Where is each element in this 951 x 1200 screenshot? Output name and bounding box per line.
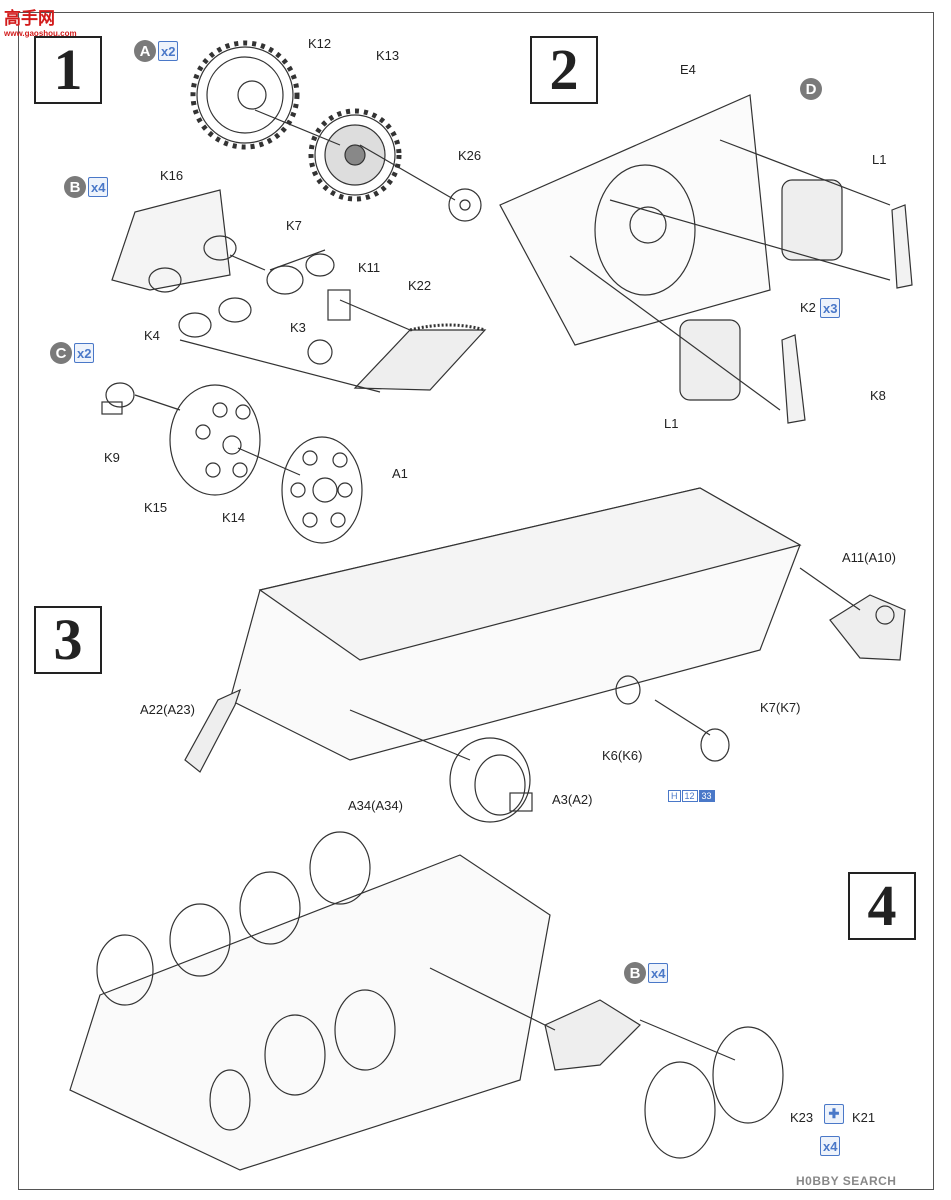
- label-a1: A1: [392, 466, 408, 481]
- step-number-1: 1: [34, 36, 102, 104]
- badge-b-letter: B: [64, 176, 86, 198]
- track-links-l1-bottom: [679, 319, 741, 401]
- hubcap-k26: [448, 188, 482, 222]
- sprue-reference: H 12 33: [668, 790, 715, 802]
- logo-subtext: www.gaoshou.com: [4, 29, 77, 38]
- label-k9: K9: [104, 450, 120, 465]
- idler-arm-k7: [266, 249, 335, 295]
- label-k16: K16: [160, 168, 184, 183]
- mount-a11: [829, 594, 906, 661]
- k21-multiplier: x4: [820, 1136, 841, 1156]
- track-links-l1-top: [781, 179, 843, 261]
- side-plate-e4: [499, 94, 771, 346]
- arrow-k12-k13: [254, 109, 341, 146]
- label-k7: K7: [286, 218, 302, 233]
- label-k4: K4: [144, 328, 160, 343]
- label-k8: K8: [870, 388, 886, 403]
- label-k2: K2: [800, 300, 816, 315]
- sprue-number-a: 12: [681, 790, 698, 802]
- badge-a: A x2: [134, 40, 179, 62]
- label-l1-bottom: L1: [664, 416, 679, 431]
- label-k7k7: K7(K7): [760, 700, 801, 715]
- label-k11: K11: [358, 260, 381, 275]
- label-a3: A3(A2): [552, 792, 593, 807]
- badge-a-multiplier: x2: [158, 41, 179, 61]
- track-k22: [353, 323, 487, 391]
- label-k21: K21: [852, 1110, 876, 1125]
- sprocket-k12: [190, 40, 300, 150]
- final-drive-k16: [111, 189, 237, 293]
- label-k26: K26: [458, 148, 482, 163]
- hull-a1: [229, 487, 802, 761]
- label-k3: K3: [290, 320, 306, 335]
- badge-c-letter: C: [50, 342, 72, 364]
- badge-b-multiplier: x4: [88, 177, 109, 197]
- label-k23: K23: [790, 1110, 814, 1125]
- label-a34: A34(A34): [348, 798, 403, 813]
- bracket-k8-bottom: [781, 334, 806, 424]
- arrow-k13-k26: [359, 144, 456, 201]
- badge-b-step4: B x4: [624, 962, 669, 984]
- wheel-k23: [644, 1026, 784, 1159]
- wheel-k14: [281, 436, 363, 544]
- badge-k21-multiplier: x4: [820, 1136, 841, 1156]
- cement-icon: ✚: [824, 1104, 844, 1124]
- badge-a-letter: A: [134, 40, 156, 62]
- badge-b: B x4: [64, 176, 109, 198]
- k2-multiplier: x3: [820, 298, 841, 318]
- watermark: H0BBY SEARCH: [796, 1174, 897, 1188]
- sprue-number-b: 33: [698, 790, 715, 802]
- bogie-b: [544, 999, 641, 1071]
- label-k14: K14: [222, 510, 246, 525]
- bracket-k8-top: [891, 204, 913, 289]
- badge-k2-multiplier: x3: [820, 298, 841, 318]
- label-l1-top: L1: [872, 152, 887, 167]
- road-wheel-a3: [449, 737, 533, 823]
- badge-c: C x2: [50, 342, 95, 364]
- badge-d: D: [800, 78, 822, 100]
- badge-d-letter: D: [800, 78, 822, 100]
- arrow-k15-k14: [237, 447, 301, 476]
- hub-k9: [101, 382, 135, 415]
- axle-k6: [615, 675, 641, 705]
- sprue-letter: H: [668, 790, 681, 802]
- label-e4: E4: [680, 62, 696, 77]
- label-a11: A11(A10): [842, 550, 896, 565]
- label-k22: K22: [408, 278, 432, 293]
- part-k11: [327, 289, 351, 321]
- label-k15: K15: [144, 500, 168, 515]
- part-k3: [307, 339, 333, 365]
- logo-text: 高手网: [4, 9, 55, 28]
- arrow-k11-k22: [339, 299, 411, 331]
- label-a22: A22(A23): [140, 702, 195, 717]
- label-k12: K12: [308, 36, 332, 51]
- bracket-a22: [184, 688, 242, 773]
- step-number-2: 2: [530, 36, 598, 104]
- road-wheels-upper: [96, 831, 371, 1006]
- page-frame: [18, 12, 934, 1190]
- wheel-k15: [169, 384, 261, 496]
- arrow-k16-k7: [229, 254, 266, 271]
- arrow-k4: [179, 339, 381, 393]
- badge-b2-letter: B: [624, 962, 646, 984]
- badge-k21-symbol: ✚: [824, 1104, 844, 1124]
- badge-c-multiplier: x2: [74, 343, 95, 363]
- label-k13: K13: [376, 48, 400, 63]
- badge-b2-multiplier: x4: [648, 963, 669, 983]
- road-wheels-lower: [209, 989, 396, 1131]
- site-logo: 高手网 www.gaoshou.com: [4, 4, 77, 38]
- step-number-3: 3: [34, 606, 102, 674]
- idler-k7-step3: [700, 728, 730, 762]
- hull-assembled: [69, 854, 551, 1171]
- sprocket-k13: [308, 108, 402, 202]
- step-number-4: 4: [848, 872, 916, 940]
- label-k6: K6(K6): [602, 748, 643, 763]
- arrow-k9-k15: [134, 394, 181, 411]
- arm-k4: [178, 297, 252, 338]
